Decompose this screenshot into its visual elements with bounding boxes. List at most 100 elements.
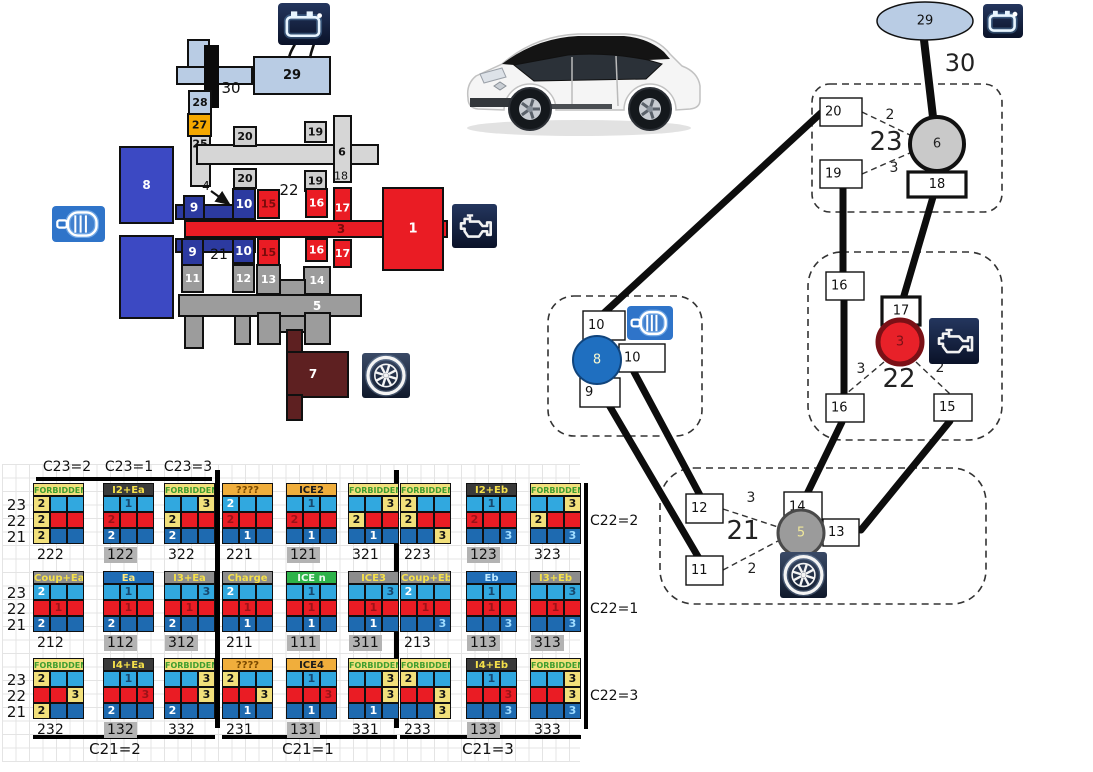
mode-block-232-cell-r2c0: 2	[33, 703, 50, 719]
gbox-19-label: 19	[825, 167, 842, 182]
node-29-label: 29	[917, 14, 934, 29]
gbox-11	[685, 555, 724, 586]
header-underline	[36, 477, 212, 481]
gbox-12	[685, 493, 724, 524]
mode-block-223-number: 223	[401, 547, 434, 563]
mode-block-131-cell-r1c0	[286, 687, 303, 703]
block-8-upper	[119, 146, 174, 224]
mode-block-122-cell-r2c1	[120, 528, 137, 544]
node-29	[876, 1, 974, 41]
mode-block-213-cell-r2c2: 3	[434, 616, 451, 632]
box-10-lower	[232, 238, 255, 264]
box-10-upper-label: 10	[236, 197, 253, 211]
mode-block-313-cell-r1c0	[530, 600, 547, 616]
car-photo	[466, 33, 701, 136]
mode-block-131-cell-r2c2	[320, 703, 337, 719]
mode-block-113-header: Eb	[466, 571, 517, 584]
mode-number-text: 322	[168, 547, 195, 563]
mode-block-132-cell-r0c0	[103, 671, 120, 687]
mode-block-313-cell-r2c0	[530, 616, 547, 632]
right-edge-bar	[584, 483, 588, 729]
mode-number-text: 121	[287, 547, 320, 563]
pointer-arrow-4	[210, 190, 231, 206]
link-3-15	[915, 361, 951, 395]
edge-9-11	[605, 401, 704, 564]
separator-c21-1	[215, 470, 220, 728]
mode-number-text: 233	[404, 722, 431, 738]
gbox-16-top	[825, 271, 865, 301]
block-8-upper-label: 8	[142, 178, 150, 192]
gbox-20	[819, 97, 863, 127]
mode-block-333-cell-r1c0	[530, 687, 547, 703]
mode-block-312-cell-r1c0	[164, 600, 181, 616]
block-8-lower	[119, 235, 174, 319]
mode-block-132-cell-r2c2	[137, 703, 154, 719]
mode-block-221-cell-r1c2	[256, 512, 273, 528]
mode-block-211-header: Charge	[222, 571, 273, 584]
mode-block-113-cell-r2c2: 3	[500, 616, 517, 632]
mode-block-211-cell-r0c1	[239, 584, 256, 600]
mode-block-311-header: ICE3	[348, 571, 399, 584]
graph-label-2-4: 2	[886, 107, 895, 123]
gbox-16-top-label: 16	[831, 279, 848, 294]
mode-block-222-cell-r0c2	[67, 496, 84, 512]
mode-block-233-cell-r2c0	[400, 703, 417, 719]
mode-block-131-cell-r2c1: 1	[303, 703, 320, 719]
mode-block-121-cell-r0c1: 1	[303, 496, 320, 512]
mode-block-321-cell-r1c0: 2	[348, 512, 365, 528]
mode-block-232-cell-r0c1	[50, 671, 67, 687]
mode-block-133-cell-r2c0	[466, 703, 483, 719]
mode-block-231-cell-r0c1	[239, 671, 256, 687]
mode-block-131-cell-r0c2	[320, 671, 337, 687]
node-3	[875, 317, 925, 367]
mode-block-221-cell-r2c0	[222, 528, 239, 544]
mode-number-text: 312	[165, 635, 198, 651]
battery-icon-schematic	[278, 3, 330, 45]
edge-15-13	[857, 417, 954, 534]
shaft-3	[184, 220, 448, 238]
mode-block-331-cell-r2c1: 1	[365, 703, 382, 719]
mode-block-331-cell-r2c2	[382, 703, 399, 719]
box-16-upper	[305, 188, 328, 218]
mode-block-223-header: FORBIDDEN	[400, 483, 451, 496]
mode-number-text: 223	[404, 547, 431, 563]
mode-block-332-cell-r2c1	[181, 703, 198, 719]
lever-6-vertical-label: 6	[338, 146, 346, 159]
table-col-group-label-C21=3: C21=3	[462, 740, 514, 758]
gbox-9-label: 9	[585, 385, 593, 400]
graph-label-3-6: 3	[857, 361, 866, 377]
graph-label-2-7: 2	[936, 360, 945, 376]
mode-block-322-number: 322	[165, 547, 198, 563]
box-12	[232, 264, 255, 293]
mode-block-311-cell-r0c0	[348, 584, 365, 600]
box-11	[181, 264, 204, 293]
mode-block-122-header: I2+Ea	[103, 483, 154, 496]
mode-block-212-cell-r0c1	[50, 584, 67, 600]
mode-block-132-cell-r1c2: 3	[137, 687, 154, 703]
mode-block-233-cell-r1c1	[417, 687, 434, 703]
mode-block-322-cell-r2c2	[198, 528, 215, 544]
mode-block-131-cell-r1c2: 3	[320, 687, 337, 703]
mode-block-311-cell-r2c0	[348, 616, 365, 632]
mode-block-233-cell-r2c2: 3	[434, 703, 451, 719]
mode-block-333-cell-r0c1	[547, 671, 564, 687]
mode-number-text: 232	[37, 722, 64, 738]
edge-18-17	[899, 193, 937, 303]
mode-block-331-cell-r1c2: 3	[382, 687, 399, 703]
mode-number-text: 321	[352, 547, 379, 563]
link-19-6	[861, 151, 913, 175]
mode-block-111-cell-r2c0	[286, 616, 303, 632]
mode-block-233-cell-r1c0	[400, 687, 417, 703]
mode-block-221-cell-r0c1	[239, 496, 256, 512]
electric-motor-icon-schematic	[52, 206, 105, 242]
mode-block-313-cell-r2c2: 3	[564, 616, 581, 632]
mode-block-113-cell-r1c2	[500, 600, 517, 616]
mode-block-121-cell-r0c0	[286, 496, 303, 512]
mode-block-131-cell-r1c1	[303, 687, 320, 703]
box-14-label: 14	[309, 274, 325, 287]
